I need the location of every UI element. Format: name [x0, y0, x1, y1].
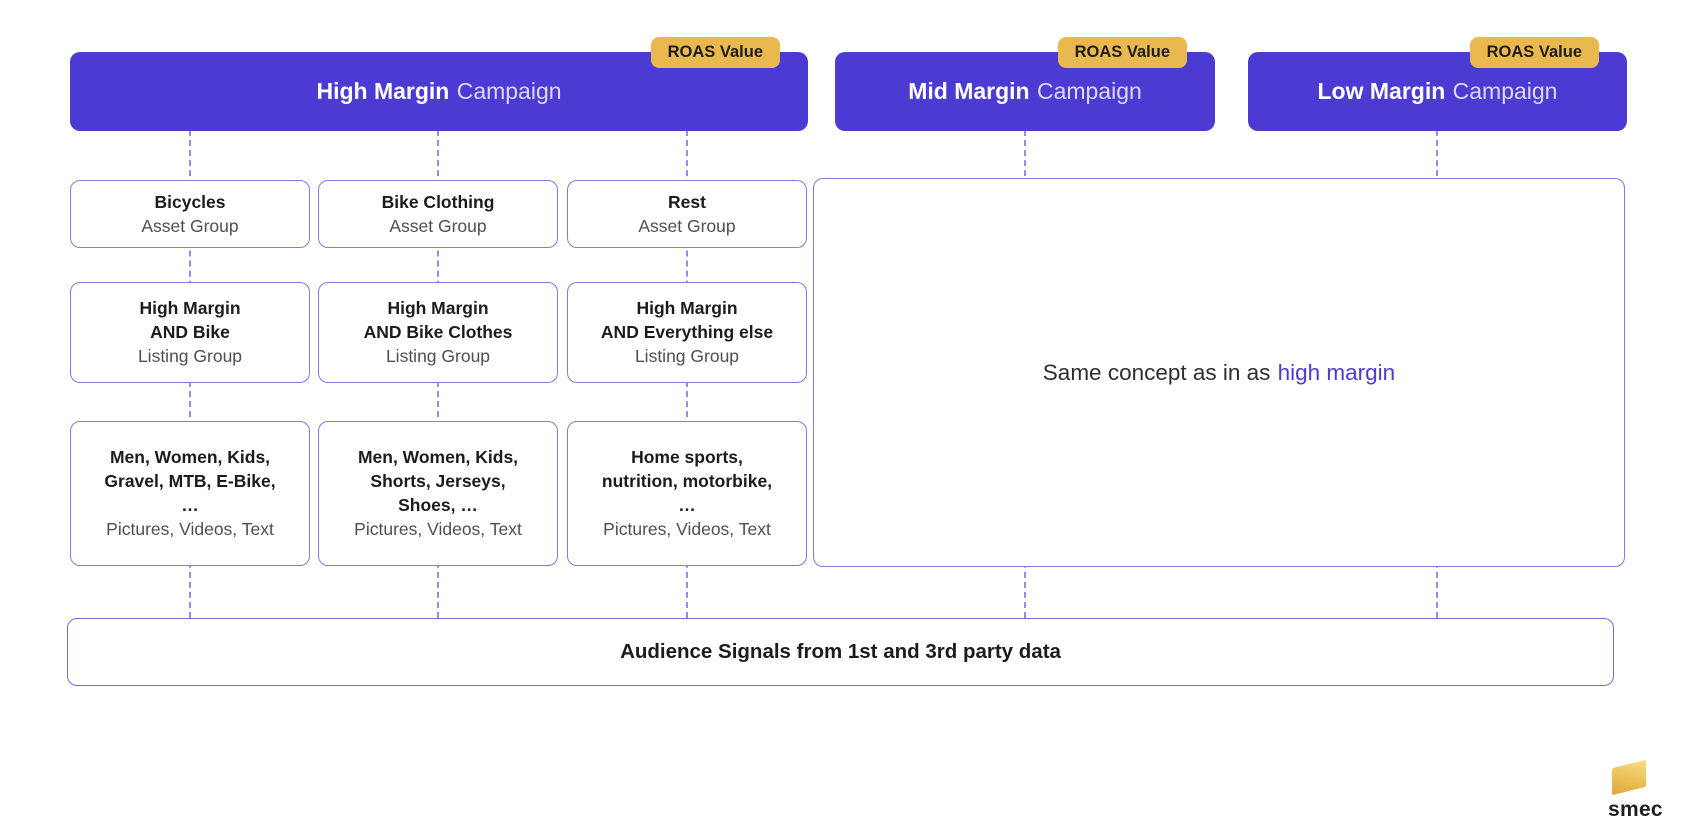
asset-group-box-bike-clothing: Bike Clothing Asset Group	[318, 180, 558, 248]
roas-value-badge: ROAS Value	[1057, 37, 1187, 68]
asset-details-box-clothing: Men, Women, Kids, Shorts, Jerseys, Shoes…	[318, 421, 558, 566]
smec-logo: smec	[1608, 759, 1688, 822]
audience-signals-label: Audience Signals from 1st and 3rd party …	[620, 640, 1061, 663]
roas-value-badge: ROAS Value	[1469, 37, 1599, 68]
listing-group-box-bike-clothes: High Margin AND Bike Clothes Listing Gro…	[318, 282, 558, 383]
listing-group-box-everything-else: High Margin AND Everything else Listing …	[567, 282, 807, 383]
asset-details-box-rest: Home sports, nutrition, motorbike, … Pic…	[567, 421, 807, 566]
high-margin-link[interactable]: high margin	[1277, 359, 1396, 385]
asset-group-box-rest: Rest Asset Group	[567, 180, 807, 248]
smec-logo-mark-icon	[1612, 759, 1646, 796]
audience-signals-bar: Audience Signals from 1st and 3rd party …	[67, 618, 1614, 686]
listing-group-box-bike: High Margin AND Bike Listing Group	[70, 282, 310, 383]
roas-value-badge: ROAS Value	[650, 37, 780, 68]
smec-wordmark: smec	[1608, 798, 1663, 821]
asset-details-box-bicycles: Men, Women, Kids, Gravel, MTB, E-Bike, ……	[70, 421, 310, 566]
asset-group-box-bicycles: Bicycles Asset Group	[70, 180, 310, 248]
